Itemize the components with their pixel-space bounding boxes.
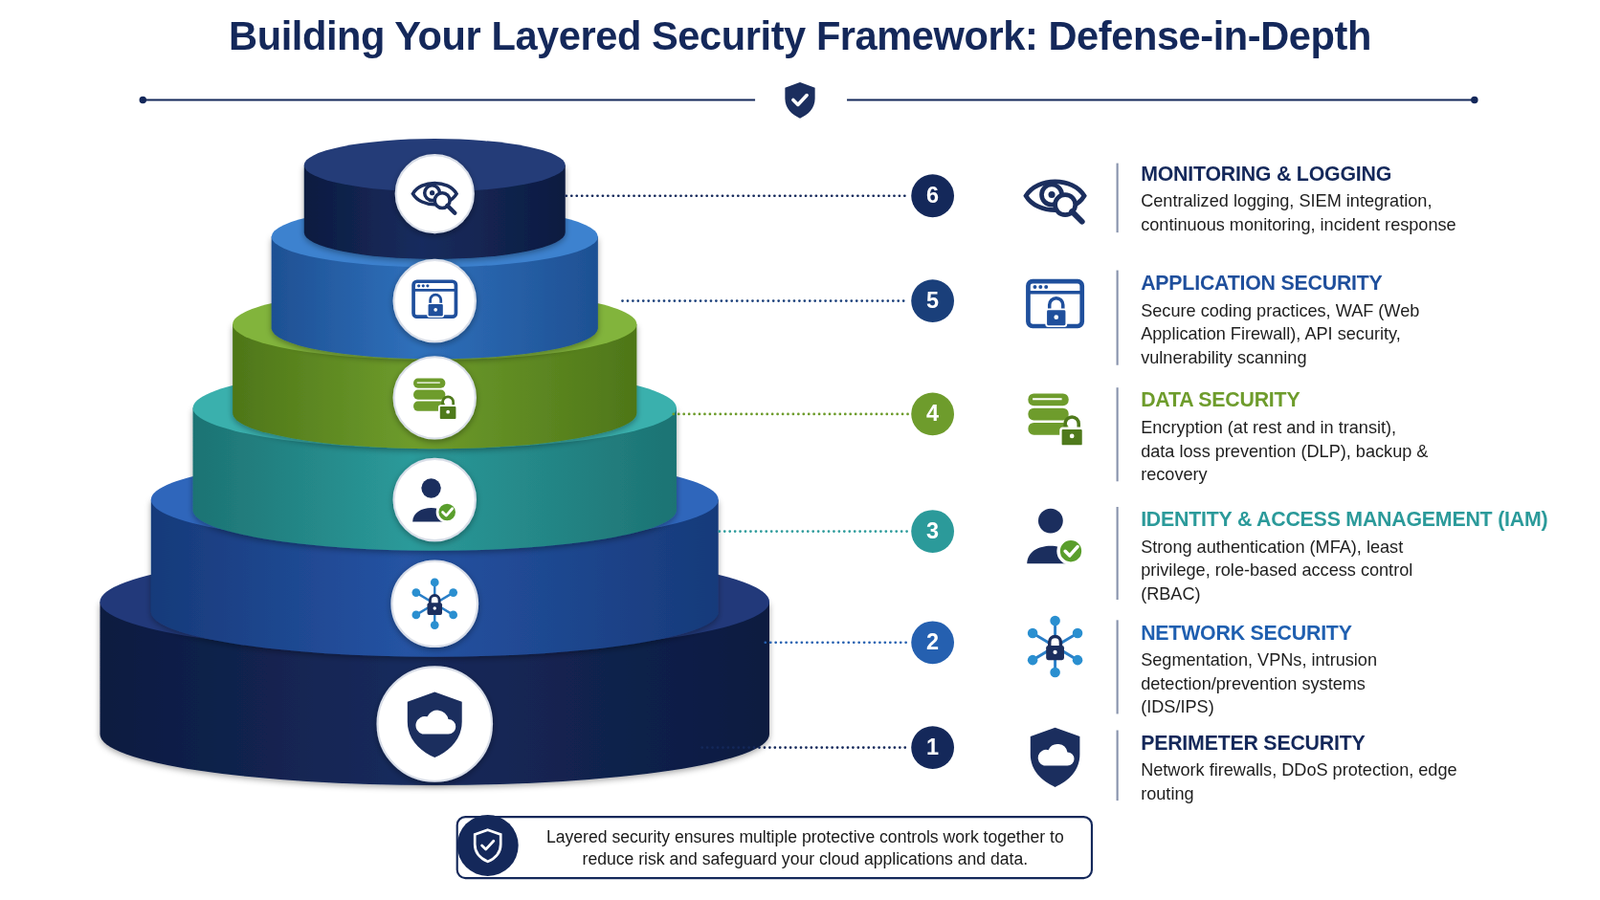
callout-number: 2 xyxy=(910,620,956,666)
leader-line xyxy=(765,641,909,645)
category-description: Secure coding practices, WAF (Web Applic… xyxy=(1140,298,1458,370)
category-icon xyxy=(1025,181,1085,223)
category-icon xyxy=(1026,509,1084,564)
tier-icon-circle xyxy=(396,155,474,233)
leader-line xyxy=(673,413,909,417)
divider-bar xyxy=(1116,163,1119,234)
tier-icon xyxy=(412,478,457,522)
tier-icon-circle xyxy=(394,260,476,342)
tier-icon xyxy=(411,578,458,630)
category-icon xyxy=(1027,393,1083,446)
category-heading: PERIMETER SECURITY xyxy=(1140,730,1365,756)
callout-number: 5 xyxy=(910,278,956,324)
caption-shield xyxy=(455,813,521,879)
category-icon xyxy=(1027,616,1083,679)
tier-icon xyxy=(407,691,463,758)
tier-icon-circle xyxy=(377,666,492,781)
shield-check-icon xyxy=(784,82,815,119)
divider-bar xyxy=(1116,387,1119,482)
number-text: 4 xyxy=(910,391,956,437)
number-text: 2 xyxy=(910,620,956,666)
category-description: Encryption (at rest and in transit), dat… xyxy=(1140,416,1429,488)
divider-bar xyxy=(1116,730,1119,801)
leader-line xyxy=(622,299,909,303)
callout-number: 4 xyxy=(910,391,956,437)
divider-bar xyxy=(1116,507,1119,600)
caption-box: Layered security ensures multiple protec… xyxy=(456,816,1093,880)
category-icon xyxy=(1027,281,1082,327)
tier-icon-circle xyxy=(394,356,476,439)
rule-dot xyxy=(139,96,147,104)
category-heading: DATA SECURITY xyxy=(1140,387,1300,413)
category-heading: IDENTITY & ACCESS MANAGEMENT (IAM) xyxy=(1140,507,1548,533)
callout-number: 3 xyxy=(910,509,956,555)
diagram-title: Building Your Layered Security Framework… xyxy=(0,14,1600,60)
number-text: 1 xyxy=(910,725,956,771)
category-description: Segmentation, VPNs, intrusion detection/… xyxy=(1140,648,1408,720)
number-text: 6 xyxy=(910,173,956,219)
tier-icon xyxy=(413,281,456,317)
caption-shield-circle xyxy=(457,815,519,877)
tier-icon xyxy=(412,182,457,213)
tier-icon-circle xyxy=(391,560,478,647)
leader-line xyxy=(702,746,909,750)
shield-check-icon xyxy=(474,830,501,863)
category-heading: NETWORK SECURITY xyxy=(1140,620,1353,645)
category-icon xyxy=(1030,728,1081,788)
title-rule xyxy=(142,98,756,101)
callout-number: 1 xyxy=(910,725,956,771)
tier-icon-circle xyxy=(394,459,476,541)
number-text: 3 xyxy=(910,509,956,555)
category-heading: APPLICATION SECURITY xyxy=(1140,270,1382,296)
leader-line xyxy=(719,530,909,534)
leader-lines xyxy=(566,196,909,749)
callout-number: 6 xyxy=(910,173,956,219)
tier-icon xyxy=(413,378,457,421)
category-description: Centralized logging, SIEM integration, c… xyxy=(1140,189,1493,237)
rule-dot xyxy=(1470,96,1478,104)
divider-bar xyxy=(1116,620,1119,714)
category-description: Network firewalls, DDoS protection, edge… xyxy=(1140,758,1467,806)
divider-bar xyxy=(1116,270,1119,366)
caption-text: Layered security ensures multiple protec… xyxy=(525,825,1085,871)
number-text: 5 xyxy=(910,278,956,324)
side-icons xyxy=(1025,163,1118,801)
leader-line xyxy=(566,194,909,198)
category-description: Strong authentication (MFA), least privi… xyxy=(1140,535,1432,607)
pyramid-tiers xyxy=(100,138,771,786)
category-heading: MONITORING & LOGGING xyxy=(1140,160,1392,186)
title-rule xyxy=(846,98,1475,101)
